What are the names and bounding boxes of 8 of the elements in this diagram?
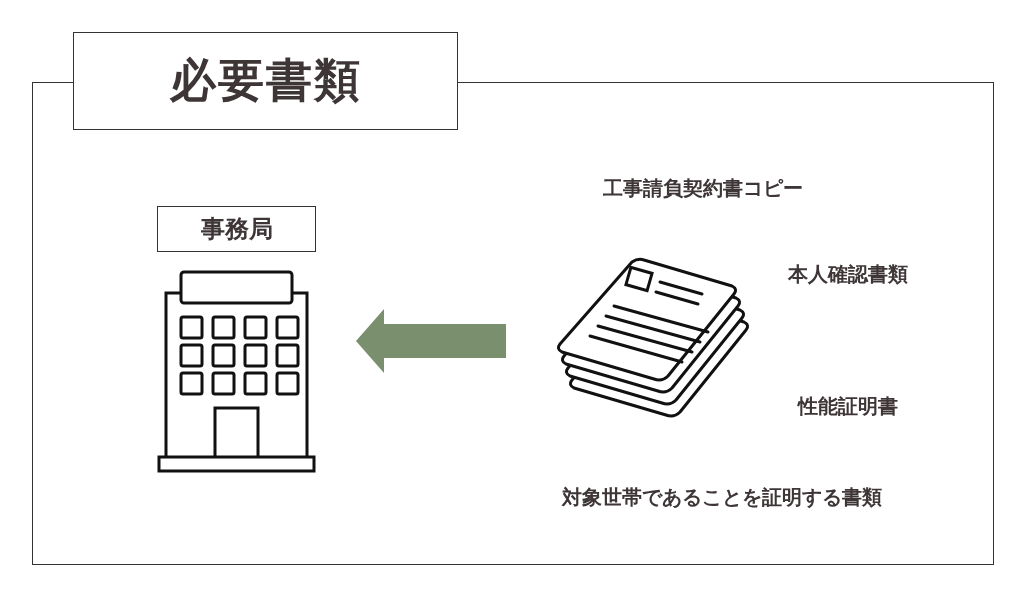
document-label: 工事請負契約書コピー — [603, 174, 803, 202]
title: 必要書類 — [169, 52, 362, 109]
node-label: 事務局 — [200, 214, 273, 245]
document-label: 本人確認書類 — [788, 260, 908, 288]
label-box — [157, 206, 316, 252]
document-label: 性能証明書 — [798, 392, 898, 420]
block-arrow — [356, 309, 506, 373]
document-label: 対象世帯であることを証明する書類 — [562, 483, 882, 511]
